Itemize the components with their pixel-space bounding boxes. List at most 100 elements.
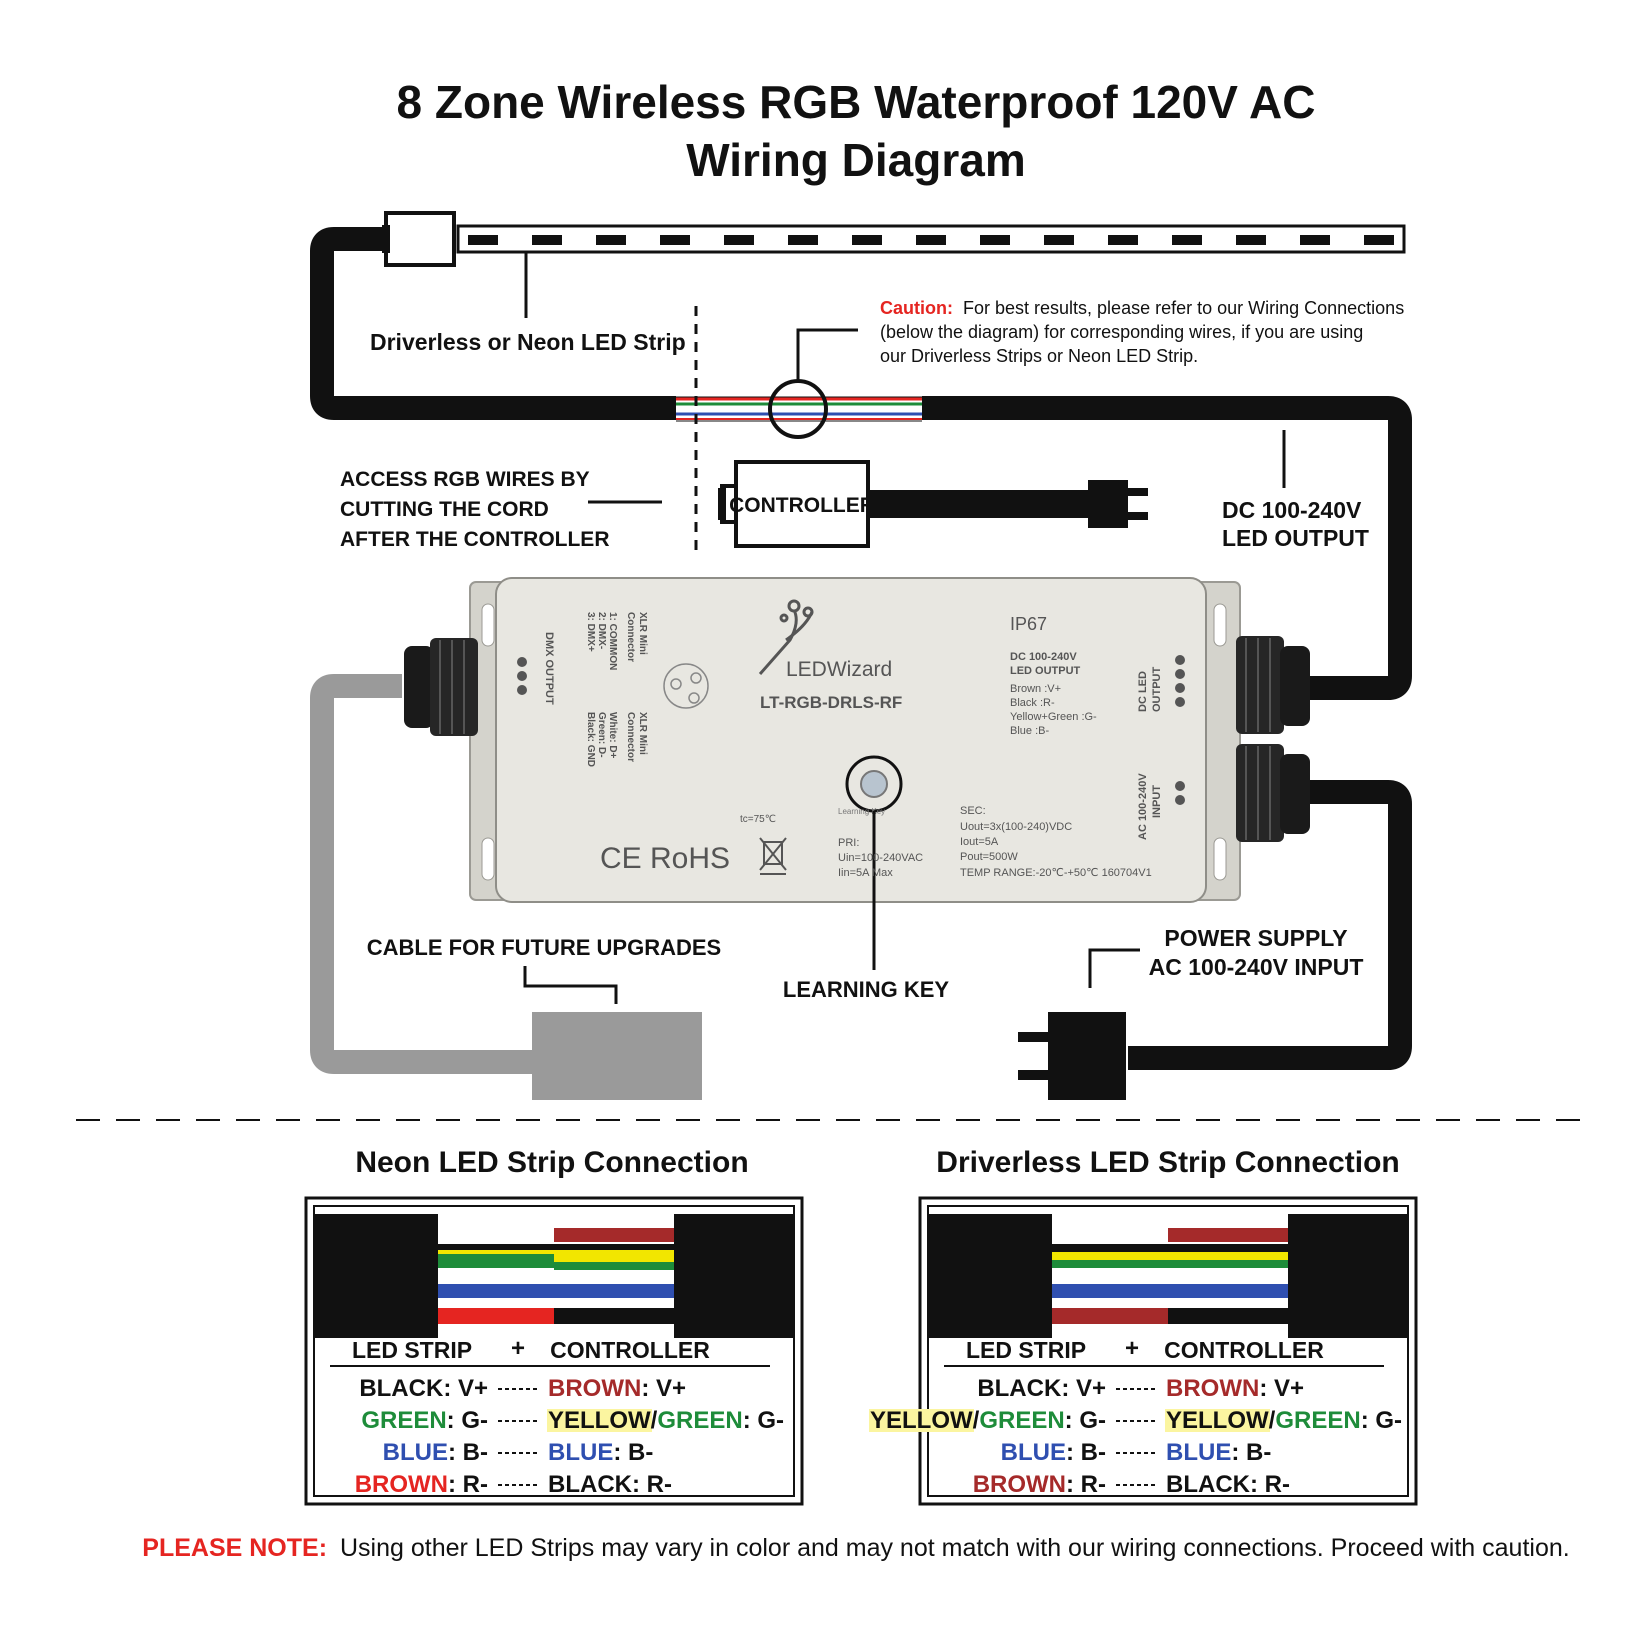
neon-rows: BLACK: V+BROWN: V+GREEN: G-YELLOW/GREEN:… xyxy=(355,1375,784,1498)
neon-row-1-left-seg-1: BLACK xyxy=(359,1375,444,1402)
driverless-row-1-left-seg-1: BLACK xyxy=(977,1375,1062,1402)
driverless-row-2-left-seg-2: / xyxy=(973,1407,980,1434)
controller-box xyxy=(734,460,870,548)
driverless-row-4-led-strip: BROWN: R- xyxy=(973,1471,1106,1498)
dc-output-line-1: DC 100-240V xyxy=(1222,497,1362,523)
neon-row-3-led-strip: BLUE: B- xyxy=(383,1439,488,1466)
neon-row-4-led-strip: BROWN: R- xyxy=(355,1471,488,1498)
neon-row-4-right-seg-2: : R- xyxy=(632,1471,672,1498)
strip-end-connector xyxy=(384,211,456,267)
caution-text: Caution: For best results, please refer … xyxy=(880,298,1409,366)
xlr-top-pin-2: 2: DMX- xyxy=(596,612,607,649)
driverless-row-2-led-strip: YELLOW/GREEN: G- xyxy=(870,1407,1106,1434)
side-ac-input-line-1: AC 100-240V xyxy=(1137,773,1149,840)
xlr-bottom-pin-2: Green: D- xyxy=(596,712,607,758)
neon-row-4-right-seg-1: BLACK xyxy=(548,1471,633,1498)
controller-label: CONTROLLER xyxy=(729,494,875,517)
future-upgrade-connector xyxy=(532,1012,702,1100)
device-wire-1: Brown :V+ xyxy=(1010,683,1061,695)
power-line-2: AC 100-240V INPUT xyxy=(1149,954,1364,980)
gland-left xyxy=(404,638,478,736)
xlr-bottom-line-1: XLR Mini xyxy=(637,712,648,755)
driverless-col-right: CONTROLLER xyxy=(1164,1337,1324,1363)
driverless-row-3-right-seg-1: BLUE xyxy=(1166,1439,1231,1466)
neon-plus: + xyxy=(511,1335,525,1362)
led-strip-segments xyxy=(468,235,1394,245)
driverless-row-2-highlight xyxy=(1165,1409,1271,1432)
neon-row-1-left-seg-2: : V+ xyxy=(443,1375,488,1402)
controller-plug xyxy=(1088,480,1128,528)
side-dc-led-line-1: DC LED xyxy=(1137,671,1149,712)
ledwizard-logo-icon xyxy=(758,599,814,675)
cable-leader xyxy=(523,966,618,1004)
device-sec-2: Uout=3x(100-240)VDC xyxy=(960,821,1072,833)
neon-row-3-controller: BLUE: B- xyxy=(548,1439,653,1466)
device-output-title-1: DC 100-240V xyxy=(1010,651,1077,663)
neon-row-1-right-seg-2: : V+ xyxy=(641,1375,686,1402)
xlr-bottom-line-2: Connector xyxy=(625,712,636,762)
xlr-bottom-text: XLR Mini Connector White: D+ Green: D- B… xyxy=(585,712,648,767)
neon-row-2-controller: YELLOW/GREEN: G- xyxy=(548,1407,784,1434)
neon-col-left: LED STRIP xyxy=(352,1337,472,1363)
device-brand: LEDWizard xyxy=(786,658,892,681)
device-model: LT-RGB-DRLS-RF xyxy=(760,693,902,712)
device-sec-4: Pout=500W xyxy=(960,851,1018,863)
side-dc-led-text: DC LED OUTPUT xyxy=(1137,667,1163,713)
driverless-row-1-right-seg-2: : V+ xyxy=(1259,1375,1304,1402)
caution-line-1: For best results, please refer to our Wi… xyxy=(963,298,1404,318)
driverless-row-2-left-seg-3: GREEN xyxy=(979,1407,1064,1434)
driverless-row-3-controller: BLUE: B- xyxy=(1166,1439,1271,1466)
driverless-row-3-left-seg-1: BLUE xyxy=(1001,1439,1066,1466)
xlr-bottom-pin-3: Black: GND xyxy=(585,712,596,767)
driverless-col-left: LED STRIP xyxy=(966,1337,1086,1363)
neon-row-2-right-seg-2: / xyxy=(651,1407,658,1434)
driverless-row-2-left-seg-4: : G- xyxy=(1065,1407,1106,1434)
neon-row-4-controller: BLACK: R- xyxy=(548,1471,672,1498)
device-pri-3: Iin=5A Max xyxy=(838,867,893,879)
controller-cord xyxy=(868,490,1088,518)
neon-col-right: CONTROLLER xyxy=(550,1337,710,1363)
side-ac-input-text: AC 100-240V INPUT xyxy=(1137,773,1163,840)
driverless-connection-panel: LED STRIP + CONTROLLER BLACK: V+BROWN: V… xyxy=(868,1196,1418,1506)
neon-row-2-right-seg-4: : G- xyxy=(743,1407,784,1434)
controller-device: DMX OUTPUT XLR Mini Connector 1: COMMON … xyxy=(404,577,1310,970)
caution-leader xyxy=(796,328,858,381)
neon-row-3-right-seg-2: : B- xyxy=(613,1439,653,1466)
cord-dc-output xyxy=(922,396,1412,700)
led-strip xyxy=(382,211,1406,267)
xlr-bottom-pin-1: White: D+ xyxy=(607,712,618,759)
learning-key-label: LEARNING KEY xyxy=(783,977,950,1002)
access-line-1: ACCESS RGB WIRES BY xyxy=(340,468,590,491)
xlr-top-pin-3: 3: DMX+ xyxy=(585,612,596,652)
device-learning-small: Learning Key xyxy=(838,807,885,816)
dmx-output-text: DMX OUTPUT xyxy=(543,632,555,705)
driverless-row-1-controller: BROWN: V+ xyxy=(1166,1375,1304,1402)
learning-key-button[interactable] xyxy=(860,770,888,798)
ac-input-dots xyxy=(1175,781,1185,805)
side-dc-led-line-2: OUTPUT xyxy=(1151,667,1163,713)
driverless-row-1-right-seg-1: BROWN xyxy=(1166,1375,1259,1402)
caution-label: Caution: xyxy=(880,298,953,318)
neon-row-1-controller: BROWN: V+ xyxy=(548,1375,686,1402)
driverless-row-4-right-seg-1: BLACK xyxy=(1166,1471,1251,1498)
driverless-row-4-controller: BLACK: R- xyxy=(1166,1471,1290,1498)
neon-row-4-left-seg-1: BROWN xyxy=(355,1471,448,1498)
device-ip: IP67 xyxy=(1010,614,1047,634)
device-wire-3: Yellow+Green :G- xyxy=(1010,711,1097,723)
driverless-row-2-right-seg-2: / xyxy=(1269,1407,1276,1434)
neon-row-2-highlight xyxy=(547,1409,653,1432)
cord-future-upgrades xyxy=(310,674,532,1074)
xlr-top-pin-1: 1: COMMON xyxy=(607,612,618,670)
dc-output-line-2: LED OUTPUT xyxy=(1222,525,1369,551)
title-line-1: 8 Zone Wireless RGB Waterproof 120V AC xyxy=(397,76,1316,128)
caution-line-2: (below the diagram) for corresponding wi… xyxy=(880,322,1363,342)
driverless-row-3-right-seg-2: : B- xyxy=(1231,1439,1271,1466)
xlr-top-line-2: Connector xyxy=(625,612,636,662)
access-line-3: AFTER THE CONTROLLER xyxy=(340,528,609,551)
neon-connection-panel: LED STRIP + CONTROLLER BLACK: V+BROWN: V… xyxy=(304,1196,804,1506)
ac-plug xyxy=(1048,1012,1126,1100)
driverless-wire-bundle xyxy=(928,1214,1408,1338)
driverless-row-1-left-seg-2: : V+ xyxy=(1061,1375,1106,1402)
device-body xyxy=(495,577,1207,903)
driverless-row-2-left-seg-1: YELLOW xyxy=(870,1407,973,1434)
